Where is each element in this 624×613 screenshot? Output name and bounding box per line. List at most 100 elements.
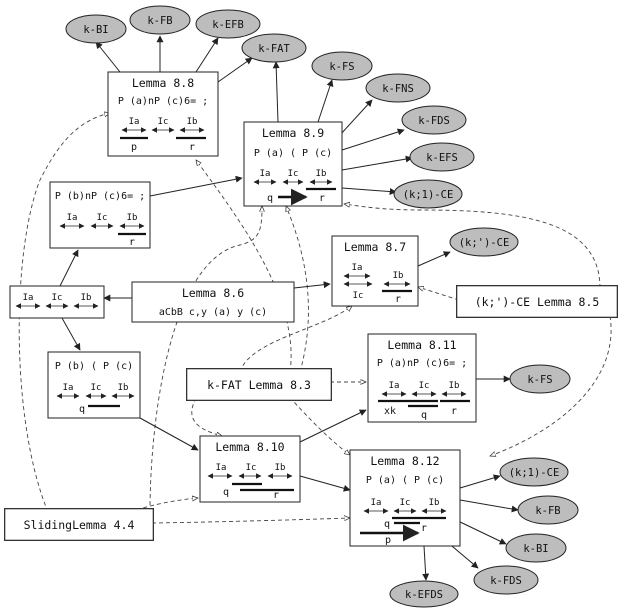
interval-label: Ic bbox=[158, 117, 169, 127]
external-lemma-boxes: (k;')-CE Lemma 8.5 k-FAT Lemma 8.3 Slidi… bbox=[4, 285, 618, 541]
interval-label: Ia bbox=[216, 463, 227, 473]
box-title: k-FAT Lemma 8.3 bbox=[207, 378, 311, 392]
edge-kce-l87 bbox=[418, 287, 460, 301]
box-lemma-8-8: Lemma 8.8 P (a)nP (c)6= ; Ia Ic Ib p r bbox=[107, 71, 219, 157]
interval-row: Ia Ic Ib q r bbox=[207, 463, 294, 501]
box-lemma-8-11: Lemma 8.11 P (a)nP (c)6= ; Ia Ic Ib xk q… bbox=[367, 333, 477, 423]
interval-row: Ia Ic Ib q r bbox=[253, 169, 336, 206]
interval-mark: q bbox=[79, 404, 85, 415]
box-title: Lemma 8.8 bbox=[132, 76, 194, 90]
interval-label: Ib bbox=[118, 383, 129, 393]
edge-sliding-l88 bbox=[18, 113, 110, 513]
ellipse-label: k-FS bbox=[527, 374, 552, 386]
box-title: Lemma 8.11 bbox=[387, 338, 456, 352]
ellipse-kefs: k-EFS bbox=[409, 142, 475, 172]
box-title: Lemma 8.7 bbox=[344, 240, 406, 254]
interval-mark: q bbox=[267, 193, 273, 204]
ellipse-label: k-FAT bbox=[258, 43, 290, 55]
box-lemma-8-9: Lemma 8.9 P (a) ( P (c) Ia Ic Ib q r bbox=[243, 121, 343, 207]
ellipse-kce: (k;')-CE bbox=[449, 227, 519, 257]
interval-mark: r bbox=[129, 237, 135, 248]
interval-label: Ic bbox=[288, 169, 299, 179]
interval-label: Ic bbox=[246, 463, 257, 473]
ellipse-label: (k;1)-CE bbox=[509, 467, 560, 479]
ellipse-label: k-BI bbox=[523, 543, 548, 555]
ellipse-label: k-FDS bbox=[418, 115, 450, 127]
interval-label: Ic bbox=[91, 383, 102, 393]
box-condition: P (b) ( P (c) bbox=[55, 361, 133, 372]
interval-label: Ib bbox=[127, 213, 138, 223]
ellipse-label: k-EFB bbox=[212, 19, 244, 31]
box-condition: P (a)nP (c)6= ; bbox=[377, 358, 467, 369]
ellipse-label: k-BI bbox=[83, 24, 108, 36]
box-pb-minus-pc: P (b)nP (c)6= ; Ia Ic Ib r bbox=[49, 181, 151, 249]
box-sliding-lemma-4-4: SlidingLemma 4.4 bbox=[4, 508, 154, 541]
box-title: Lemma 8.6 bbox=[182, 286, 244, 300]
box-condition: P (a) ( P (c) bbox=[254, 148, 332, 159]
interval-label: Ib bbox=[393, 271, 404, 281]
interval-label: Ic bbox=[400, 498, 411, 508]
interval-label: Ia bbox=[129, 117, 140, 127]
box-title: (k;')-CE Lemma 8.5 bbox=[475, 295, 600, 309]
edge-sliding-l89 bbox=[149, 206, 262, 513]
edge-kfat-l88 bbox=[196, 160, 292, 373]
ellipse-k1ce-bot: (k;1)-CE bbox=[499, 457, 569, 487]
interval-label: Ib bbox=[449, 381, 460, 391]
box-condition: aCbB c,y (a) y (c) bbox=[159, 307, 267, 318]
ellipse-nodes: k-BI k-FB k-EFB k-FAT k-FS k-FNS k-FDS bbox=[65, 5, 579, 608]
interval-row: Ia Ic Ib q r p bbox=[360, 498, 447, 546]
interval-label: Ia bbox=[389, 381, 400, 391]
edge-kce-l89 bbox=[344, 204, 601, 289]
ellipse-label: (k;')-CE bbox=[459, 237, 510, 249]
edge-sliding-l810 bbox=[129, 498, 198, 513]
ellipse-kfs-mid: k-FS bbox=[509, 364, 571, 394]
ellipse-kfat-top: k-FAT bbox=[241, 33, 307, 63]
interval-row: Ia Ib Ic r bbox=[343, 263, 412, 305]
ellipse-label: (k;1)-CE bbox=[403, 189, 454, 201]
box-condition: P (a)nP (c)6= ; bbox=[118, 96, 208, 107]
interval-label: Ic bbox=[419, 381, 430, 391]
ellipse-k1ce-mid: (k;1)-CE bbox=[393, 179, 463, 209]
interval-mark: p bbox=[131, 142, 137, 153]
ellipse-kbi-bot: k-BI bbox=[505, 533, 567, 563]
box-title: Lemma 8.12 bbox=[370, 454, 439, 468]
box-title: Lemma 8.9 bbox=[262, 126, 324, 140]
interval-label: Ia bbox=[67, 213, 78, 223]
ellipse-kfds-mid: k-FDS bbox=[401, 105, 467, 135]
ellipse-label: k-FB bbox=[535, 505, 560, 517]
interval-row: Ia Ic Ib xk q r bbox=[378, 381, 470, 421]
interval-mark: xk bbox=[384, 406, 396, 417]
ellipse-label: k-FB bbox=[147, 15, 172, 27]
interval-mark: q bbox=[384, 519, 390, 530]
interval-row: Ia Ic Ib bbox=[15, 293, 99, 309]
edge-kfat-l89 bbox=[286, 206, 309, 373]
box-lemma-8-7: Lemma 8.7 Ia Ib Ic r bbox=[331, 235, 419, 307]
ellipse-kfb-top: k-FB bbox=[129, 5, 191, 35]
ellipse-kfds-bot: k-FDS bbox=[473, 565, 539, 595]
ellipse-kfb-bot: k-FB bbox=[517, 495, 579, 525]
interval-mark: p bbox=[385, 535, 391, 546]
box-lemma-8-6: Lemma 8.6 aCbB c,y (a) y (c) bbox=[131, 281, 295, 323]
ellipse-label: k-FS bbox=[329, 61, 354, 73]
box-condition: P (a) ( P (c) bbox=[366, 475, 444, 486]
ellipse-label: k-EFDS bbox=[405, 589, 443, 601]
edge-kce-l812 bbox=[490, 315, 612, 456]
interval-label: Ib bbox=[275, 463, 286, 473]
box-kce-lemma-8-5: (k;')-CE Lemma 8.5 bbox=[456, 285, 618, 318]
interval-mark: r bbox=[273, 490, 279, 501]
lemma-boxes: Lemma 8.8 P (a)nP (c)6= ; Ia Ic Ib p r L… bbox=[9, 71, 477, 547]
interval-mark: q bbox=[223, 487, 229, 498]
box-pb-subset-pc: P (b) ( P (c) Ia Ic Ib q bbox=[47, 351, 141, 419]
interval-row: Ia Ic Ib q bbox=[56, 383, 135, 415]
edge-sliding-l812 bbox=[151, 518, 350, 524]
interval-label: Ib bbox=[187, 117, 198, 127]
box-lemma-8-10: Lemma 8.10 Ia Ic Ib q r bbox=[199, 435, 301, 503]
interval-label: Ia bbox=[260, 169, 271, 179]
ellipse-kbi-top: k-BI bbox=[65, 14, 127, 44]
box-kfat-lemma-8-3: k-FAT Lemma 8.3 bbox=[186, 368, 332, 401]
interval-mark: r bbox=[395, 294, 401, 305]
box-lemma-8-12: Lemma 8.12 P (a) ( P (c) Ia Ic Ib q r p bbox=[349, 449, 461, 547]
box-title: Lemma 8.10 bbox=[215, 440, 284, 454]
